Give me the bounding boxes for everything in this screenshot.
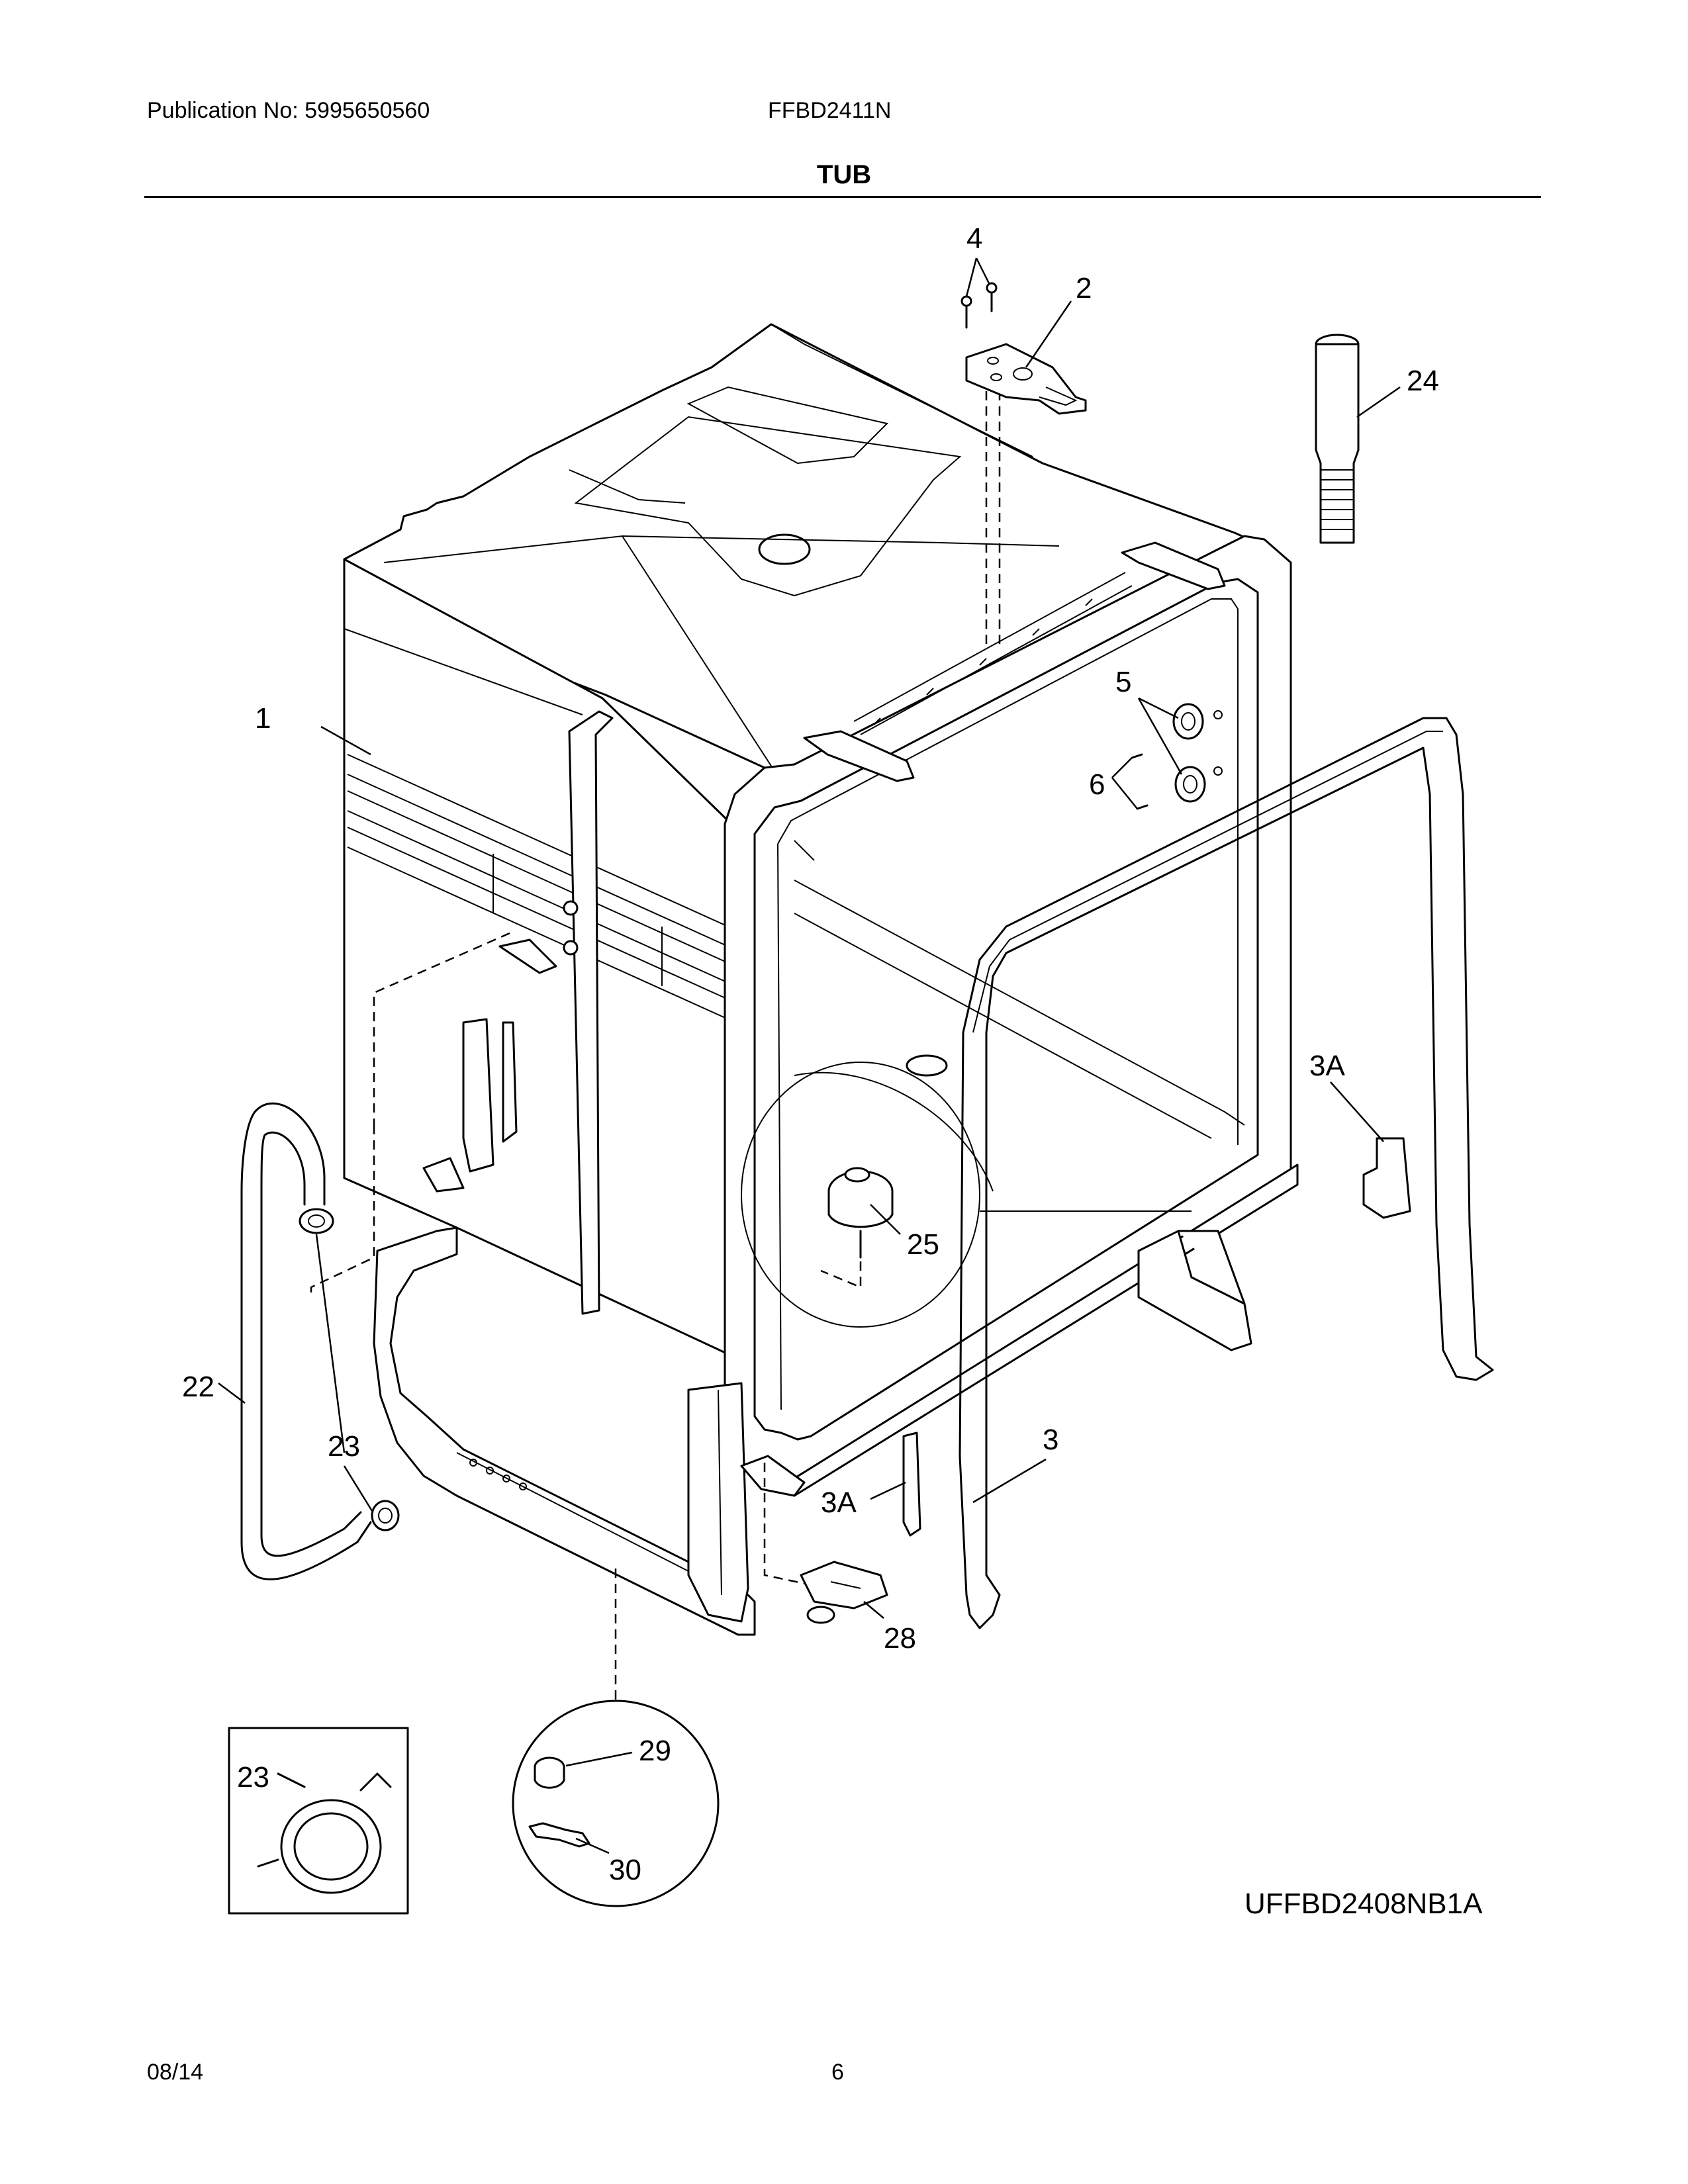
vent-tube-part [1315, 334, 1360, 544]
callout-3a-right: 3A [1309, 1050, 1345, 1082]
tub-assembly [343, 323, 1299, 1636]
callout-23-detail: 23 [237, 1761, 269, 1794]
callout-28: 28 [884, 1622, 916, 1655]
callout-30: 30 [609, 1854, 641, 1886]
hose-clamp-part [299, 1208, 400, 1531]
header-rule [144, 196, 1541, 198]
sensor-detail-circle [512, 1700, 720, 1907]
clamp-detail-inset [228, 1727, 409, 1915]
leader-lines [218, 257, 1401, 1854]
section-title: TUB [816, 160, 872, 189]
callout-24: 24 [1407, 365, 1439, 397]
callout-23-main: 23 [328, 1430, 360, 1463]
sump-sensor-part [827, 1167, 894, 1259]
callout-2: 2 [1076, 272, 1092, 304]
fill-hose-part [240, 1103, 372, 1580]
callout-5: 5 [1115, 666, 1131, 698]
door-gasket-part [959, 717, 1494, 1629]
callout-6: 6 [1089, 768, 1105, 801]
rack-stop-parts [1131, 703, 1223, 810]
hinge-plate-part [965, 343, 1087, 415]
gasket-clip-part [902, 1137, 1411, 1537]
model-number: FFBD2411N [768, 98, 892, 123]
float-switch-part [800, 1561, 888, 1624]
callout-3: 3 [1043, 1424, 1058, 1456]
callout-22: 22 [182, 1371, 214, 1403]
callout-3a-bottom: 3A [821, 1486, 857, 1519]
screw-part [961, 282, 998, 329]
page-number: 6 [831, 2060, 844, 2085]
install-guide-lines [310, 361, 1001, 1704]
callout-4: 4 [966, 222, 982, 255]
publication-number: Publication No: 5995650560 [147, 98, 430, 123]
callout-1: 1 [255, 702, 271, 735]
inlet-valve-part [422, 938, 557, 1193]
callout-25: 25 [907, 1228, 939, 1261]
footer-date: 08/14 [147, 2060, 204, 2085]
callout-29: 29 [639, 1735, 671, 1767]
drawing-code: UFFBD2408NB1A [1244, 1888, 1483, 1920]
